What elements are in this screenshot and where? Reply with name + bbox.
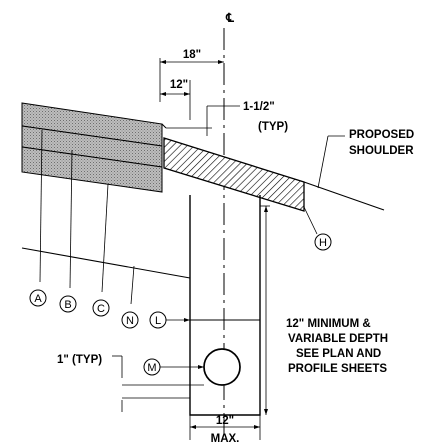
- dim-12-bottom-label: 12": [216, 415, 234, 427]
- shoulder-note-line2: SHOULDER: [349, 145, 414, 157]
- proposed-shoulder-wedge: [163, 137, 305, 212]
- callout-b-leader: [69, 149, 73, 289]
- shoulder-surface-line: [303, 181, 385, 211]
- callout-h-bubble: [314, 233, 332, 251]
- dim-1-5-label: 1-1/2": [243, 101, 275, 113]
- callout-c-leader: [101, 183, 109, 293]
- callout-h-label: H: [319, 237, 327, 249]
- callout-m-arrow: [198, 365, 204, 369]
- dim-12-top-arrows: [160, 92, 190, 96]
- subgrade-line: [21, 247, 191, 279]
- pipe-circle: [203, 348, 241, 386]
- callout-l-label: L: [155, 315, 161, 327]
- depth-note-line1: 12" MINIMUM &: [286, 318, 371, 330]
- pavement-overlay-step: [161, 123, 167, 129]
- callout-a-label: A: [34, 293, 42, 305]
- dim-18-label: 18": [183, 49, 201, 61]
- callout-h-leader: [303, 206, 318, 235]
- depth-note-line2: VARIABLE DEPTH: [288, 333, 388, 345]
- pavement-layer-bottom: [21, 146, 163, 193]
- callout-a-leader: [39, 129, 43, 283]
- centerline-symbol: ℄: [225, 11, 234, 25]
- callout-l-arrow: [184, 318, 190, 322]
- callout-n-leader: [130, 265, 135, 305]
- callout-a-bubble: [29, 289, 47, 307]
- shoulder-note-line1: PROPOSED: [349, 129, 414, 141]
- dim-12-bottom-max: MAX.: [211, 433, 240, 444]
- shoulder-leader-diag: [317, 135, 329, 189]
- depth-note-line3: SEE PLAN AND: [296, 348, 381, 360]
- dim-1-5-typ: (TYP): [258, 121, 288, 133]
- callout-b-label: B: [64, 299, 71, 311]
- callout-n-bubble: [121, 311, 139, 329]
- dim-12-top-label: 12": [170, 79, 188, 91]
- trench-outline: [189, 195, 261, 416]
- callout-b-bubble: [59, 295, 77, 313]
- dim-1-typ-label: 1" (TYP): [57, 354, 102, 366]
- depth-note-line4: PROFILE SHEETS: [288, 363, 387, 375]
- callout-c-label: C: [97, 303, 105, 315]
- callout-c-bubble: [92, 299, 110, 317]
- callout-m-label: M: [147, 362, 156, 374]
- callout-n-label: N: [126, 315, 134, 327]
